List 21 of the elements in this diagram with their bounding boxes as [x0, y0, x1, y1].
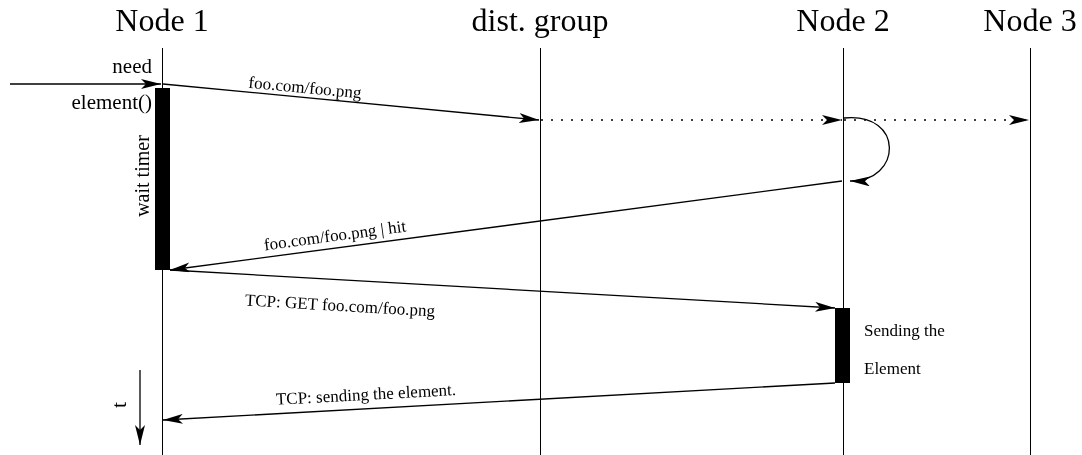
- arrow: [9, 79, 162, 89]
- edge-label: foo.com/foo.png: [247, 72, 363, 104]
- lifeline-heading: Node 3: [982, 2, 1078, 38]
- activation-bar: [835, 308, 850, 383]
- activation-note: wait timer: [131, 134, 153, 219]
- lifeline-heading: Node 1: [114, 2, 210, 38]
- arrow: [162, 382, 836, 424]
- arrow: [843, 115, 1030, 125]
- activation-bar: [155, 88, 170, 270]
- edge-label: foo.com/foo.png | hit: [262, 216, 408, 256]
- edge-label: TCP: sending the element.: [275, 380, 457, 410]
- arrow: [162, 83, 540, 124]
- edge-label: TCP: GET foo.com/foo.png: [244, 290, 436, 322]
- edge-label: need element(): [70, 53, 152, 116]
- activation-note: Sending the Element: [864, 320, 946, 380]
- arrow: [169, 269, 836, 312]
- axis-label: t: [106, 401, 133, 409]
- lifeline-heading: dist. group: [470, 2, 610, 38]
- arrow: [540, 115, 843, 125]
- lifeline-heading: Node 2: [795, 2, 891, 38]
- self-arrow: [843, 117, 891, 185]
